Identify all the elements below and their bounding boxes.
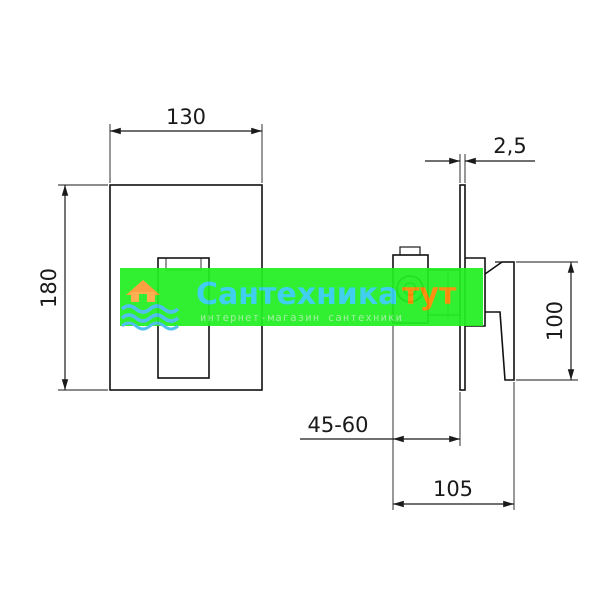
dimension-plate-thickness: 2,5: [425, 134, 535, 183]
dimension-handle-height: 100: [516, 261, 578, 381]
dim-label-2-5: 2,5: [493, 134, 526, 158]
watermark-brand-accent: тут: [402, 277, 457, 312]
watermark-banner: Сантехника тут интернет-магазин сантехни…: [120, 268, 483, 331]
dimension-total-depth: 105: [393, 382, 515, 510]
dimension-wall-depth: 45-60: [300, 325, 461, 510]
dim-label-100: 100: [543, 301, 567, 341]
valve-top-port: [399, 246, 421, 256]
dim-label-105: 105: [433, 477, 473, 501]
dimension-height-front: 180: [37, 184, 108, 391]
watermark-background: [120, 268, 483, 326]
dim-label-130: 130: [166, 105, 206, 129]
dimension-width-front: 130: [109, 105, 263, 183]
dim-label-45-60: 45-60: [307, 413, 368, 437]
dim-label-180: 180: [37, 268, 61, 308]
side-handle-outline: [484, 261, 515, 381]
watermark-brand-main: Сантехника: [196, 277, 398, 312]
watermark-tagline: интернет-магазин сантехники: [200, 312, 403, 324]
house-waves-icon: [120, 280, 180, 331]
